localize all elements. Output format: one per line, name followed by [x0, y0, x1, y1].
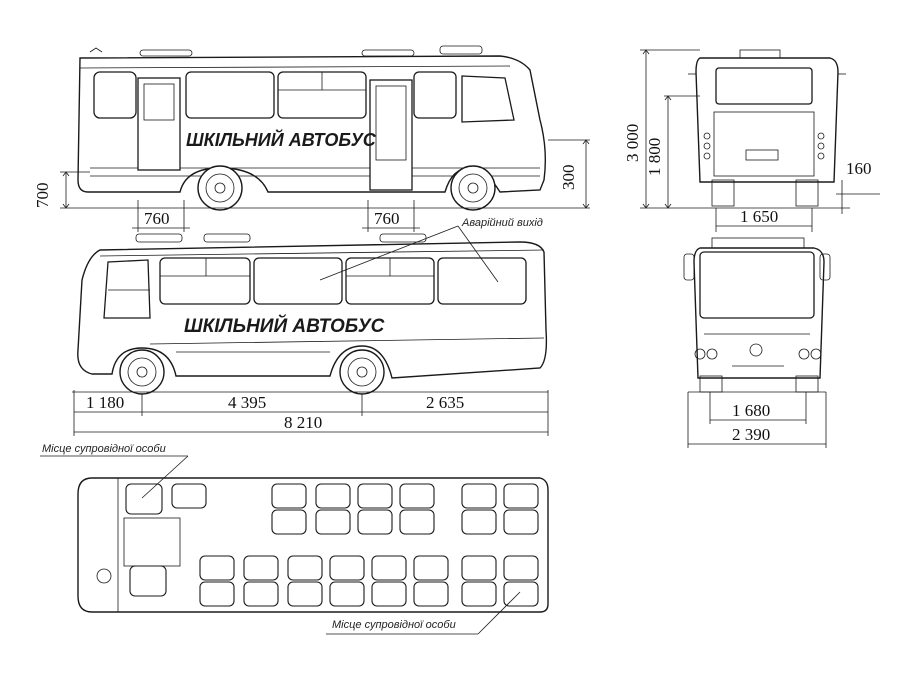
seat: [357, 483, 393, 509]
seat: [503, 555, 539, 581]
seat: [399, 483, 435, 509]
dim-1800: 1 800: [645, 138, 664, 176]
seat: [171, 483, 207, 509]
seat: [243, 581, 279, 607]
dim-2390: 2 390: [732, 425, 770, 444]
side-bottom-label: ШКІЛЬНИЙ АВТОБУС: [184, 315, 385, 337]
seat: [271, 509, 307, 535]
dim-1650: 1 650: [740, 207, 778, 226]
dim-760-b: 760: [374, 209, 400, 228]
side-top-label: ШКІЛЬНИЙ АВТОБУС: [186, 129, 377, 150]
seat-grid: [171, 483, 539, 607]
emergency-exit-label: Аварійний вихід: [461, 217, 543, 229]
seat: [329, 555, 365, 581]
front-view: 1 680 2 390: [683, 237, 831, 448]
dim-760-a: 760: [144, 209, 170, 228]
seat: [413, 555, 449, 581]
seat: [503, 483, 539, 509]
seat: [413, 581, 449, 607]
dim-1180: 1 180: [86, 393, 124, 412]
dim-300: 300: [559, 165, 578, 191]
rear-view: 3 000 1 800 160 1 650: [623, 49, 880, 232]
seat: [315, 483, 351, 509]
seat: [371, 555, 407, 581]
dim-2635: 2 635: [426, 393, 464, 412]
floor-plan: Місце супровідної особи Місце супровідно…: [40, 443, 549, 635]
seat: [287, 555, 323, 581]
seat: [461, 509, 497, 535]
seat: [271, 483, 307, 509]
seat: [461, 555, 497, 581]
seat: [461, 483, 497, 509]
seat: [199, 581, 235, 607]
escort-label-top: Місце супровідної особи: [42, 443, 166, 455]
dim-700: 700: [33, 183, 52, 209]
seat: [357, 509, 393, 535]
seat: [243, 555, 279, 581]
dim-4395: 4 395: [228, 393, 266, 412]
seat: [461, 581, 497, 607]
dim-160: 160: [846, 159, 872, 178]
seat: [329, 581, 365, 607]
seat: [287, 581, 323, 607]
seat: [371, 581, 407, 607]
seat: [315, 509, 351, 535]
side-view-left: ШКІЛЬНИЙ АВТОБУС Аварійний вихід 1 180 4…: [72, 217, 549, 436]
dim-3000: 3 000: [623, 124, 642, 162]
dim-1680: 1 680: [732, 401, 770, 420]
seat: [199, 555, 235, 581]
seat: [503, 509, 539, 535]
side-view-right: ШКІЛЬНИЙ АВТОБУС 700 300 760 760: [33, 45, 590, 232]
escort-label-bottom: Місце супровідної особи: [332, 619, 456, 631]
dim-8210: 8 210: [284, 413, 322, 432]
seat: [399, 509, 435, 535]
